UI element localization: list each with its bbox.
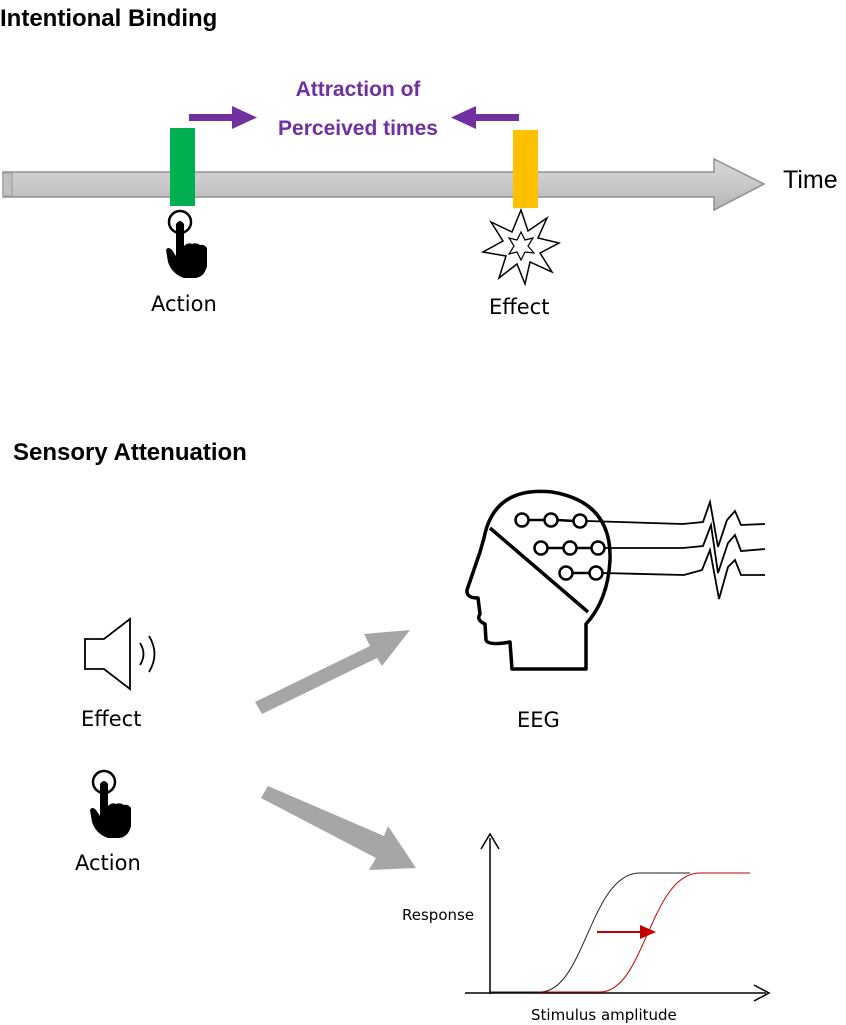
timeline-arrow [2,157,766,212]
curve-baseline [490,872,690,993]
action-marker [170,128,195,206]
eeg-signal-wires [586,498,766,600]
arrow-to-plot [261,786,416,870]
eeg-electrode-links [528,518,592,575]
eeg-electrodes [514,512,606,581]
sa-action-label: Action [75,851,141,875]
plot-y-label: Response [402,906,475,924]
effect-marker [513,130,538,208]
ib-action-label: Action [151,292,217,316]
attraction-annotation-line2: Perceived times [278,117,438,140]
time-axis-label: Time [783,166,838,194]
speaker-icon [84,617,156,691]
attraction-arrow-right [189,106,257,129]
pointing-hand-icon-2 [90,769,131,838]
attraction-arrow-left [451,106,519,129]
burst-icon [480,207,562,287]
psychometric-plot [465,832,771,1002]
shift-arrow [597,925,656,939]
intentional-binding-title: Intentional Binding [0,5,218,32]
eeg-head-icon [465,489,612,671]
sa-effect-label: Effect [81,707,142,731]
plot-x-label: Stimulus amplitude [531,1006,677,1024]
eeg-label: EEG [517,708,560,732]
sensory-attenuation-title: Sensory Attenuation [13,439,247,466]
pointing-hand-icon [166,209,207,278]
ib-effect-label: Effect [489,295,550,319]
arrow-to-eeg [255,630,410,714]
attraction-annotation-line1: Attraction of [295,78,421,101]
